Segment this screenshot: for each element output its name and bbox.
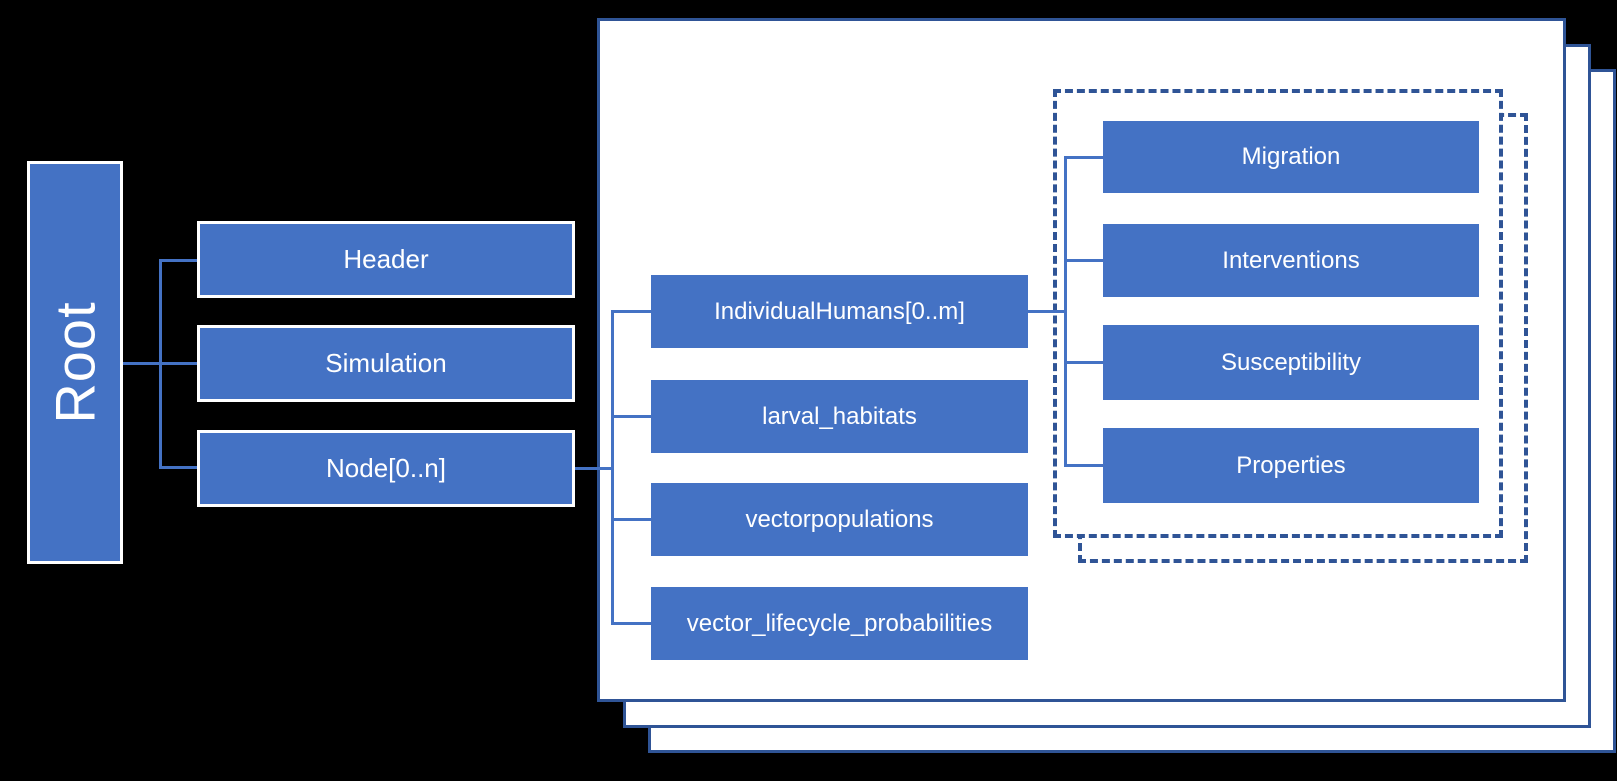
connector-right-trunk <box>1064 156 1067 467</box>
connector-stub-node <box>159 466 197 469</box>
node-header: Header <box>197 221 575 298</box>
connector-stub-migration <box>1064 156 1103 159</box>
connector-individualhumans-to-trunk <box>1028 310 1066 313</box>
node-individualhumans: IndividualHumans[0..m] <box>651 275 1028 348</box>
connector-middle-trunk <box>611 310 614 625</box>
node-larval-habitats: larval_habitats <box>651 380 1028 453</box>
connector-node-to-trunk <box>575 467 613 470</box>
node-properties: Properties <box>1103 428 1479 503</box>
connector-stub-individualhumans <box>611 310 651 313</box>
node-root-label: Root <box>43 301 107 424</box>
node-interventions-label: Interventions <box>1222 246 1360 274</box>
node-vector-lifecycle-probabilities-label: vector_lifecycle_probabilities <box>686 609 993 637</box>
connector-stub-properties <box>1064 464 1103 467</box>
connector-stub-header <box>159 259 197 262</box>
node-interventions: Interventions <box>1103 224 1479 297</box>
connector-stub-interventions <box>1064 259 1103 262</box>
node-vector-lifecycle-probabilities: vector_lifecycle_probabilities <box>651 587 1028 660</box>
connector-left-trunk <box>159 259 162 469</box>
node-vectorpopulations-label: vectorpopulations <box>745 505 934 533</box>
node-individualhumans-label: IndividualHumans[0..m] <box>714 297 965 325</box>
connector-stub-larval-habitats <box>611 415 651 418</box>
connector-stub-vector-lifecycle <box>611 622 651 625</box>
node-migration: Migration <box>1103 121 1479 193</box>
node-susceptibility: Susceptibility <box>1103 325 1479 400</box>
node-properties-label: Properties <box>1236 451 1346 479</box>
node-node-array: Node[0..n] <box>197 430 575 507</box>
node-susceptibility-label: Susceptibility <box>1220 348 1362 376</box>
node-root: Root <box>27 161 123 564</box>
node-vectorpopulations: vectorpopulations <box>651 483 1028 556</box>
node-simulation-label: Simulation <box>325 348 447 378</box>
connector-stub-vectorpopulations <box>611 518 651 521</box>
connector-stub-susceptibility <box>1064 361 1103 364</box>
node-simulation: Simulation <box>197 325 575 402</box>
node-header-label: Header <box>343 244 429 274</box>
node-larval-habitats-label: larval_habitats <box>762 402 917 430</box>
node-node-array-label: Node[0..n] <box>326 453 446 483</box>
node-migration-label: Migration <box>1241 143 1341 170</box>
